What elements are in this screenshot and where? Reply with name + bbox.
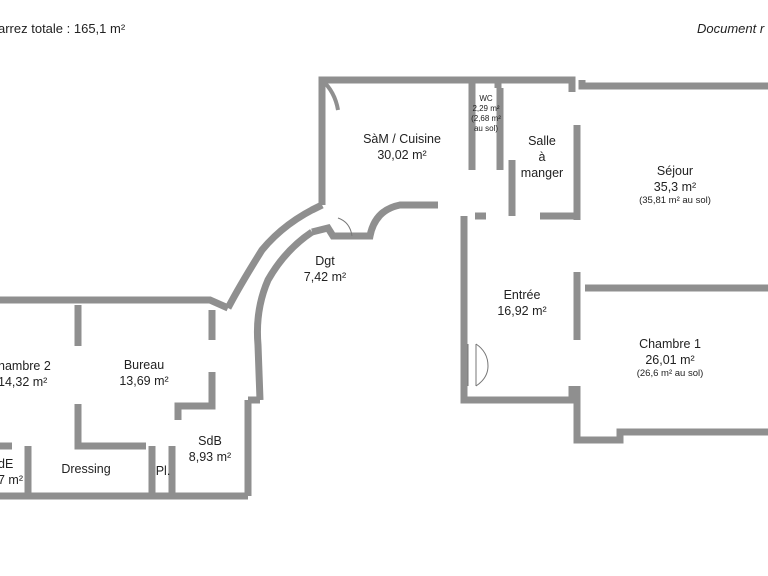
room-bureau-name: Bureau — [123, 358, 165, 372]
room-dressing: Dressing — [50, 461, 122, 477]
room-entree-area: 16,92 m² — [497, 304, 547, 318]
room-wc-name: WC — [479, 94, 493, 103]
room-sejour-floor: (35,81 m² au sol) — [639, 195, 711, 206]
room-dressing-name: Dressing — [61, 462, 111, 476]
room-salle-a-manger: Salle à manger — [512, 133, 572, 181]
walls-corridor — [224, 201, 438, 496]
room-entree-name: Entrée — [503, 288, 541, 302]
room-bureau-area: 13,69 m² — [119, 374, 169, 388]
room-bureau: Bureau 13,69 m² — [104, 357, 184, 389]
room-dgt-name: Dgt — [315, 254, 335, 268]
room-chambre-1-area: 26,01 m² — [645, 353, 695, 367]
room-dgt-area: 7,42 m² — [303, 270, 347, 284]
room-sdb-name: SdB — [198, 434, 222, 448]
room-placard: Pl. — [152, 463, 174, 479]
room-chambre-1-floor: (26,6 m² au sol) — [636, 368, 704, 379]
room-salle-line2: à — [538, 150, 546, 164]
room-wc-floor: (2,68 m² au sol) — [471, 114, 501, 133]
door-swings — [337, 217, 489, 387]
room-sam-cuisine: SàM / Cuisine 30,02 m² — [352, 131, 452, 163]
walls-lower-block — [0, 296, 248, 500]
walls-upper-block — [310, 76, 768, 444]
room-chambre-2: hambre 2 14,32 m² — [0, 358, 58, 390]
room-chambre-1: Chambre 1 26,01 m² (26,6 m² au sol) — [620, 336, 720, 380]
room-wc: WC 2,29 m² (2,68 m² au sol) — [471, 94, 501, 134]
room-chambre-2-area: 14,32 m² — [0, 375, 48, 389]
total-area-label: arrez totale : 165,1 m² — [0, 21, 126, 36]
room-wc-area: 2,29 m² — [472, 104, 500, 113]
room-sejour-area: 35,3 m² — [653, 180, 697, 194]
room-sam-cuisine-name: SàM / Cuisine — [363, 132, 441, 146]
room-dgt: Dgt 7,42 m² — [290, 253, 360, 285]
room-entree: Entrée 16,92 m² — [487, 287, 557, 319]
room-chambre-2-name: hambre 2 — [0, 359, 51, 373]
room-chambre-1-name: Chambre 1 — [639, 337, 701, 351]
room-sde-area: 7 m² — [0, 473, 23, 487]
room-salle-line3: manger — [520, 166, 564, 180]
document-label: Document r — [697, 21, 765, 36]
room-sde-name: dE — [0, 457, 14, 471]
room-placard-name: Pl. — [155, 464, 171, 478]
room-salle-line1: Salle — [528, 134, 556, 148]
room-sdb-area: 8,93 m² — [188, 450, 232, 464]
room-sejour: Séjour 35,3 m² (35,81 m² au sol) — [625, 163, 725, 207]
room-sdb: SdB 8,93 m² — [180, 433, 240, 465]
room-sde: dE 7 m² — [0, 456, 28, 488]
room-sam-cuisine-area: 30,02 m² — [377, 148, 427, 162]
room-sejour-name: Séjour — [656, 164, 694, 178]
